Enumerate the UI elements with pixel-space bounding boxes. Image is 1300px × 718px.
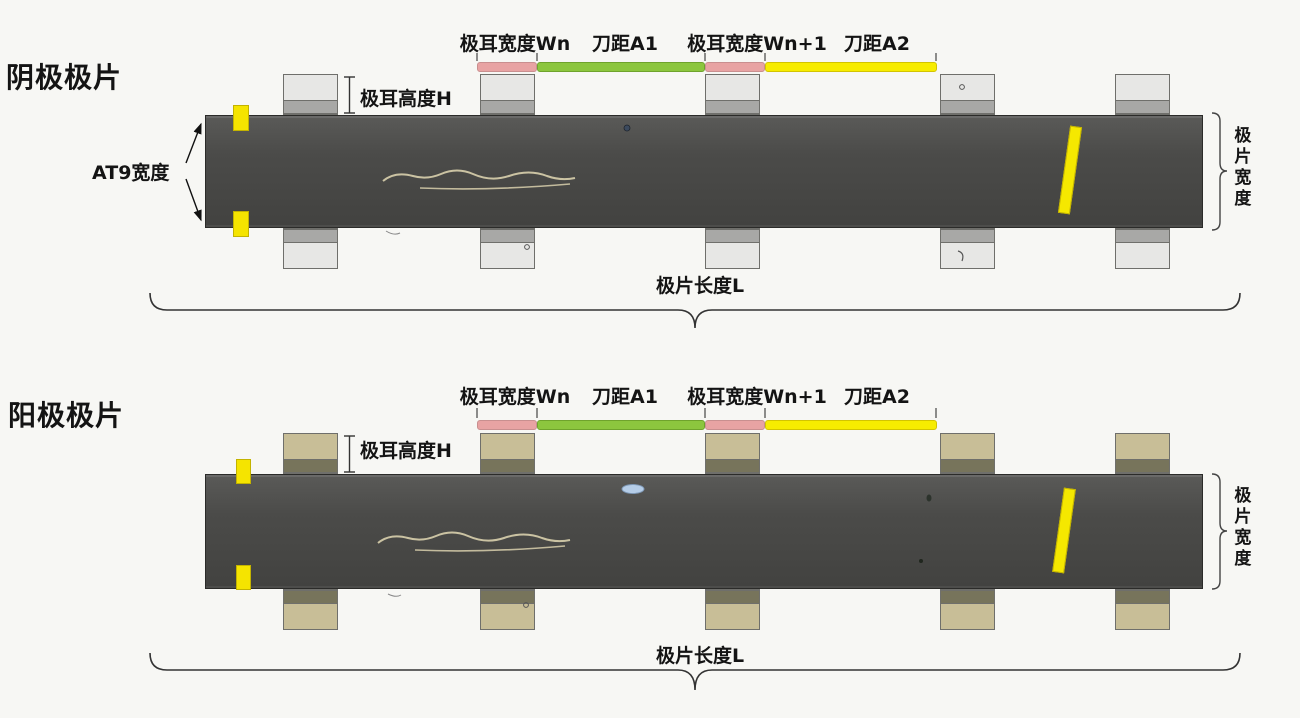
cathode-knife-gap-a2-bar xyxy=(765,62,937,72)
cathode-top-tab-4 xyxy=(940,74,995,115)
cathode-edge-marker-bottom xyxy=(233,211,249,237)
anode-title: 阳极极片 xyxy=(8,399,125,432)
anode-top-tab-3 xyxy=(705,433,760,474)
cathode-sheet-width-label: 极片宽度 xyxy=(1230,126,1251,210)
anode-tab-width-wn1-label: 极耳宽度Wn+1 xyxy=(687,386,827,408)
cathode-title: 阴极极片 xyxy=(6,61,123,94)
cathode-tab-height-bracket xyxy=(344,76,355,114)
cathode-sheet-width-brace xyxy=(1211,112,1228,231)
anode-tab-width-wn-label: 极耳宽度Wn xyxy=(459,386,571,408)
anode-sheet-width-label: 极片宽度 xyxy=(1230,486,1251,570)
anode-knife-gap-a1-label: 刀距A1 xyxy=(592,386,658,408)
anode-bottom-tab-1 xyxy=(283,589,338,630)
anode-tab-width-wn1-bar xyxy=(705,420,765,430)
cathode-tab-height-label: 极耳高度H xyxy=(360,88,452,110)
cathode-top-tab-3 xyxy=(705,74,760,115)
anode-electrode-strip xyxy=(205,474,1203,589)
cathode-tab-width-wn1-label: 极耳宽度Wn+1 xyxy=(687,33,827,55)
cathode-top-tab-1 xyxy=(283,74,338,115)
cathode-bottom-tab-4 xyxy=(940,228,995,269)
cathode-knife-gap-a2-label: 刀距A2 xyxy=(844,33,910,55)
anode-knife-gap-a2-bar xyxy=(765,420,937,430)
anode-edge-marker-top xyxy=(236,459,251,484)
anode-tab-height-bracket xyxy=(344,435,355,473)
anode-edge-marker-bottom xyxy=(236,565,251,590)
cathode-top-tab-5 xyxy=(1115,74,1170,115)
cathode-bottom-tab-1 xyxy=(283,228,338,269)
cathode-tab-width-bar xyxy=(477,62,537,72)
anode-bottom-tab-3 xyxy=(705,589,760,630)
anode-top-tab-4 xyxy=(940,433,995,474)
anode-tab-height-label: 极耳高度H xyxy=(360,440,452,462)
anode-measure-ticks xyxy=(476,408,937,418)
anode-top-tab-2 xyxy=(480,433,535,474)
at9-width-arrows xyxy=(185,122,202,222)
cathode-at9-width-label: AT9宽度 xyxy=(92,162,170,184)
cathode-tab-width-wn1-bar xyxy=(705,62,765,72)
anode-sheet-width-brace xyxy=(1211,473,1228,590)
anode-top-tab-1 xyxy=(283,433,338,474)
cathode-bottom-tab-2 xyxy=(480,228,535,269)
anode-sheet-length-label: 极片长度L xyxy=(655,645,745,667)
cathode-sheet-length-brace xyxy=(149,292,1241,329)
anode-bottom-tab-2 xyxy=(480,589,535,630)
cathode-bottom-tab-3 xyxy=(705,228,760,269)
cathode-edge-marker-top xyxy=(233,105,249,131)
anode-bottom-tab-5 xyxy=(1115,589,1170,630)
cathode-top-tab-2 xyxy=(480,74,535,115)
cathode-bottom-tab-5 xyxy=(1115,228,1170,269)
cathode-knife-gap-a1-bar xyxy=(537,62,705,72)
cathode-sheet-length-label: 极片长度L xyxy=(655,275,745,297)
anode-knife-gap-a1-bar xyxy=(537,420,705,430)
cathode-electrode-strip xyxy=(205,115,1203,228)
cathode-knife-gap-a1-label: 刀距A1 xyxy=(592,33,658,55)
cathode-tab-width-wn-label: 极耳宽度Wn xyxy=(459,33,571,55)
anode-tab-width-bar xyxy=(477,420,537,430)
anode-knife-gap-a2-label: 刀距A2 xyxy=(844,386,910,408)
anode-top-tab-5 xyxy=(1115,433,1170,474)
anode-bottom-tab-4 xyxy=(940,589,995,630)
